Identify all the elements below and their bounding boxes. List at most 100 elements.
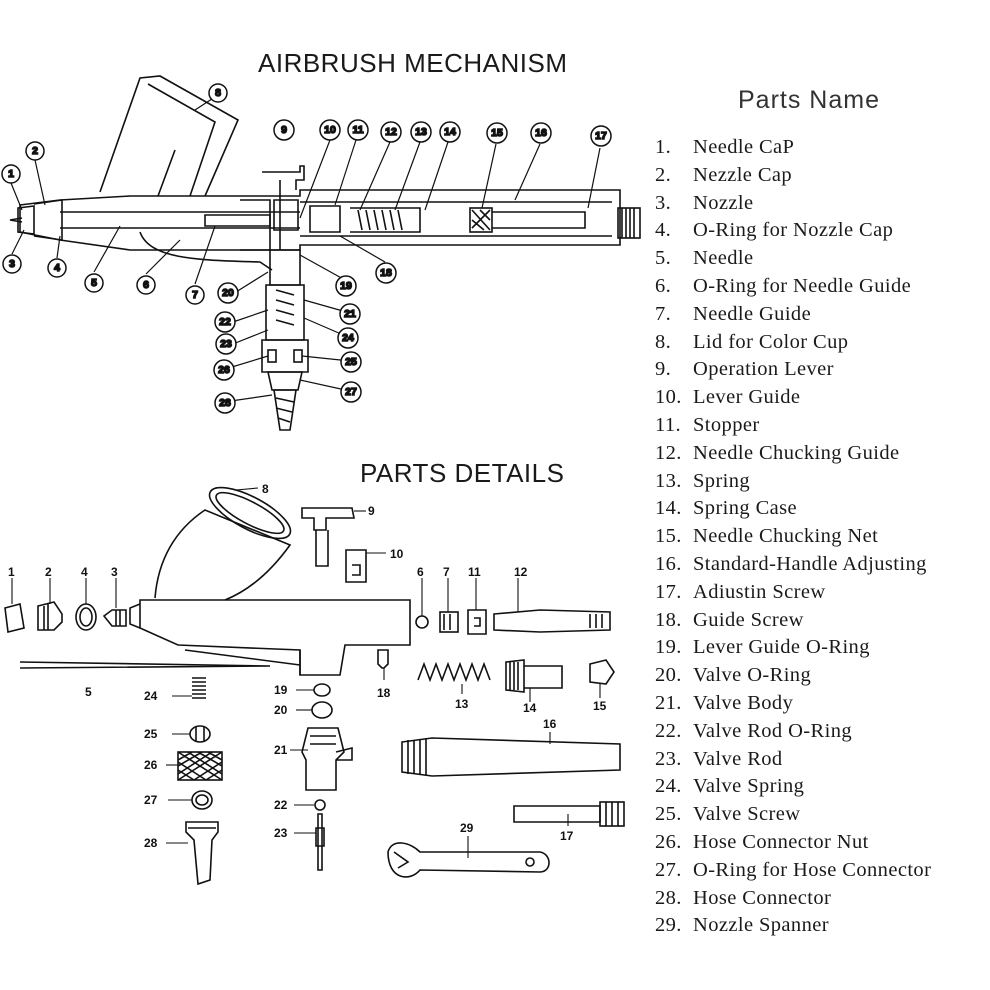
part-name: Valve Rod: [693, 747, 783, 770]
part-name: Lever Guide O-Ring: [693, 636, 870, 659]
detail-label: 10: [390, 547, 404, 561]
part-name: O-Ring for Nozzle Cap: [693, 219, 894, 242]
callout: 25: [340, 351, 362, 373]
part-number: 28.: [655, 886, 682, 909]
callout: 3: [2, 254, 22, 274]
parts-list-item: 28. Hose Connector: [655, 885, 990, 913]
detail-label: 12: [514, 565, 528, 579]
callout-label: 14: [444, 126, 456, 138]
callout-label: 17: [595, 130, 607, 142]
detail-label: 21: [274, 743, 288, 757]
callout-label: 28: [219, 397, 231, 409]
part-name: Valve Rod O-Ring: [693, 719, 852, 742]
part-name: Valve Spring: [693, 775, 805, 798]
parts-list-item: 27.O-Ring for Hose Connector: [655, 857, 990, 885]
callout: 5: [84, 273, 104, 293]
detail-label: 23: [274, 826, 288, 840]
detail-label: 18: [377, 686, 391, 700]
part-number: 6.: [655, 274, 672, 297]
parts-list-item: 24.Valve Spring: [655, 773, 990, 801]
callout: 2: [25, 141, 45, 161]
callout-label: 9: [281, 124, 287, 136]
detail-label: 16: [543, 717, 557, 731]
detail-label: 5: [85, 685, 92, 699]
part-name: Valve Body: [693, 691, 794, 714]
callout: 14: [439, 121, 461, 143]
part-number: 8.: [655, 330, 672, 353]
callout-label: 21: [344, 308, 356, 320]
part-number: 16.: [655, 552, 682, 575]
parts-list-item: 12.Needle Chucking Guide: [655, 440, 990, 468]
callout: 8: [208, 83, 228, 103]
part-name: Nezzle Cap: [693, 163, 793, 186]
callout: 21: [339, 303, 361, 325]
detail-label: 29: [460, 821, 474, 835]
detail-label: 14: [523, 701, 537, 715]
callout-label: 11: [352, 124, 363, 136]
part-number: 12.: [655, 441, 682, 464]
callout-label: 10: [324, 124, 336, 136]
parts-list-item: 14.Spring Case: [655, 495, 990, 523]
callout: 28: [214, 392, 236, 414]
part-number: 22.: [655, 719, 682, 742]
detail-label: 25: [144, 727, 158, 741]
callout-label: 16: [535, 127, 547, 139]
callout-label: 26: [218, 364, 230, 376]
detail-label: 4: [81, 565, 88, 579]
callout-label: 19: [340, 280, 352, 292]
callout: 11: [347, 119, 369, 141]
parts-list-item: 13.Spring: [655, 468, 990, 496]
detail-label: 20: [274, 703, 288, 717]
parts-list-item: 1.Needle CaP: [655, 134, 990, 162]
part-name: Valve O-Ring: [693, 664, 812, 687]
part-number: 20.: [655, 664, 682, 687]
parts-list-item: 16.Standard-Handle Adjusting: [655, 551, 990, 579]
callout: 27: [340, 381, 362, 403]
part-name: Lever Guide: [693, 386, 801, 409]
callout: 22: [214, 311, 236, 333]
part-number: 29.: [655, 914, 682, 937]
detail-label: 19: [274, 683, 288, 697]
part-name: Stopper: [693, 413, 760, 436]
callout: 12: [380, 121, 402, 143]
parts-list-item: 29.Nozzle Spanner: [655, 912, 990, 940]
part-name: Nozzle: [693, 191, 754, 214]
part-number: 11.: [655, 413, 682, 436]
detail-label: 26: [144, 758, 158, 772]
callout-label: 5: [91, 277, 97, 289]
callout-label: 1: [8, 168, 14, 180]
part-number: 2.: [655, 163, 672, 186]
callout: 7: [185, 285, 205, 305]
callout-label: 24: [342, 332, 354, 344]
part-name: Lid for Color Cup: [693, 330, 849, 353]
part-name: Hose Connector: [693, 886, 832, 909]
callout: 13: [410, 121, 432, 143]
callout-label: 2: [32, 145, 38, 157]
callout: 15: [486, 122, 508, 144]
part-number: 10.: [655, 386, 682, 409]
detail-label: 15: [593, 699, 607, 713]
part-number: 27.: [655, 858, 682, 881]
part-number: 14.: [655, 497, 682, 520]
parts-list-item: 21.Valve Body: [655, 690, 990, 718]
part-number: 7.: [655, 302, 672, 325]
parts-list-item: 22. Valve Rod O-Ring: [655, 718, 990, 746]
detail-label: 13: [455, 697, 469, 711]
detail-label: 1: [8, 565, 15, 579]
part-name: Needle CaP: [693, 136, 795, 158]
callout-label: 13: [415, 126, 427, 138]
callout-label: 4: [54, 262, 60, 274]
part-name: Hose Connector Nut: [693, 830, 869, 853]
detail-label: 6: [417, 565, 424, 579]
callout-label: 23: [220, 338, 232, 350]
parts-name-title: Parts Name: [738, 86, 880, 114]
parts-list-item: 9.Operation Lever: [655, 356, 990, 384]
callout-label: 3: [9, 258, 15, 270]
callout: 23: [215, 333, 237, 355]
parts-list-item: 8. Lid for Color Cup: [655, 329, 990, 357]
parts-list-item: 3.Nozzle: [655, 190, 990, 218]
callout: 24: [337, 327, 359, 349]
part-number: 5.: [655, 247, 672, 270]
mechanism-leader-lines: [10, 94, 601, 403]
callout: 10: [319, 119, 341, 141]
